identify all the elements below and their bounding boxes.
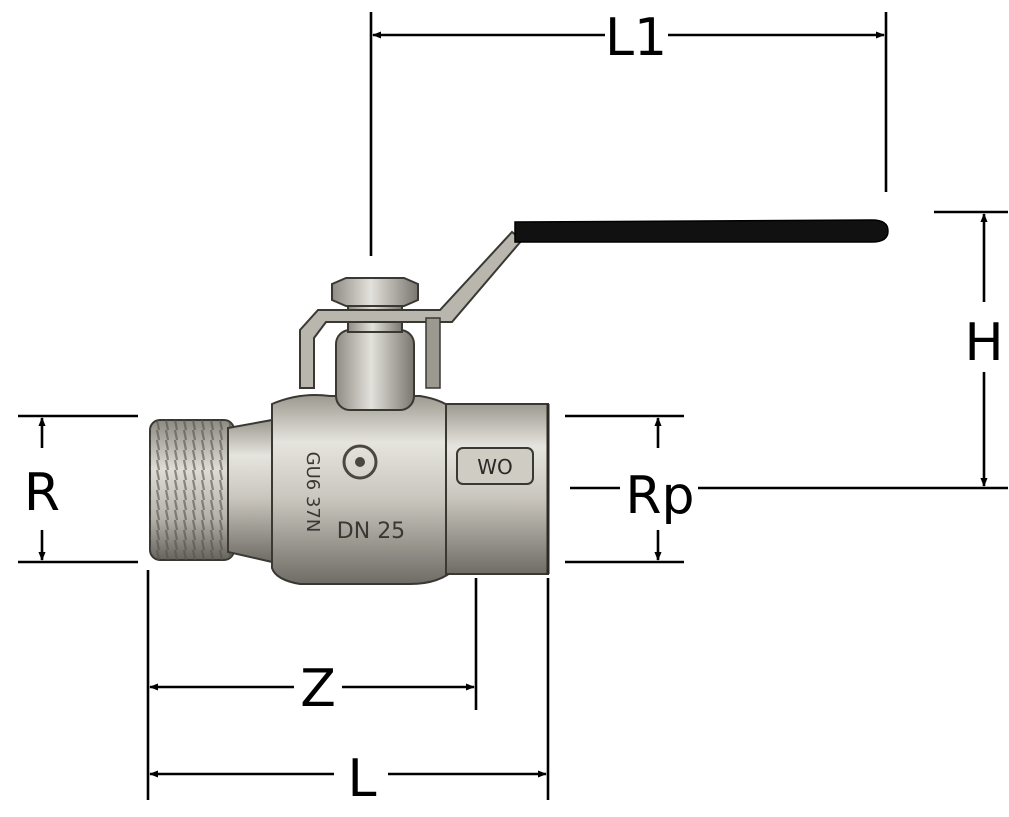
logo-plate — [456, 447, 534, 485]
size-marking: DN 25 — [337, 519, 405, 544]
dimension-z: Z — [146, 570, 478, 800]
dimension-l1: L1 — [369, 8, 888, 256]
label-r: R — [24, 463, 60, 523]
dimension-rp: Rp — [565, 414, 698, 564]
handle-grip — [514, 219, 889, 243]
indicator-dot — [342, 444, 378, 480]
stem-neck — [335, 329, 415, 411]
stem-nut — [331, 277, 419, 307]
label-z: Z — [300, 659, 336, 719]
dimension-l: L — [149, 578, 550, 809]
side-marking: GU6 37N — [302, 452, 323, 533]
label-l: L — [348, 749, 377, 809]
ball-valve-icon: WO DN 25 GU6 37N — [149, 277, 550, 585]
dimension-r: R — [18, 414, 138, 564]
label-rp: Rp — [625, 466, 694, 526]
lever-handle-icon — [299, 219, 889, 389]
label-l1: L1 — [605, 8, 667, 68]
label-h: H — [964, 313, 1003, 373]
logo-text: WO — [477, 455, 513, 479]
hex-nut — [227, 418, 273, 564]
valve-body — [271, 394, 457, 585]
dimension-h: H — [934, 210, 1008, 487]
female-thread-end — [445, 403, 549, 575]
